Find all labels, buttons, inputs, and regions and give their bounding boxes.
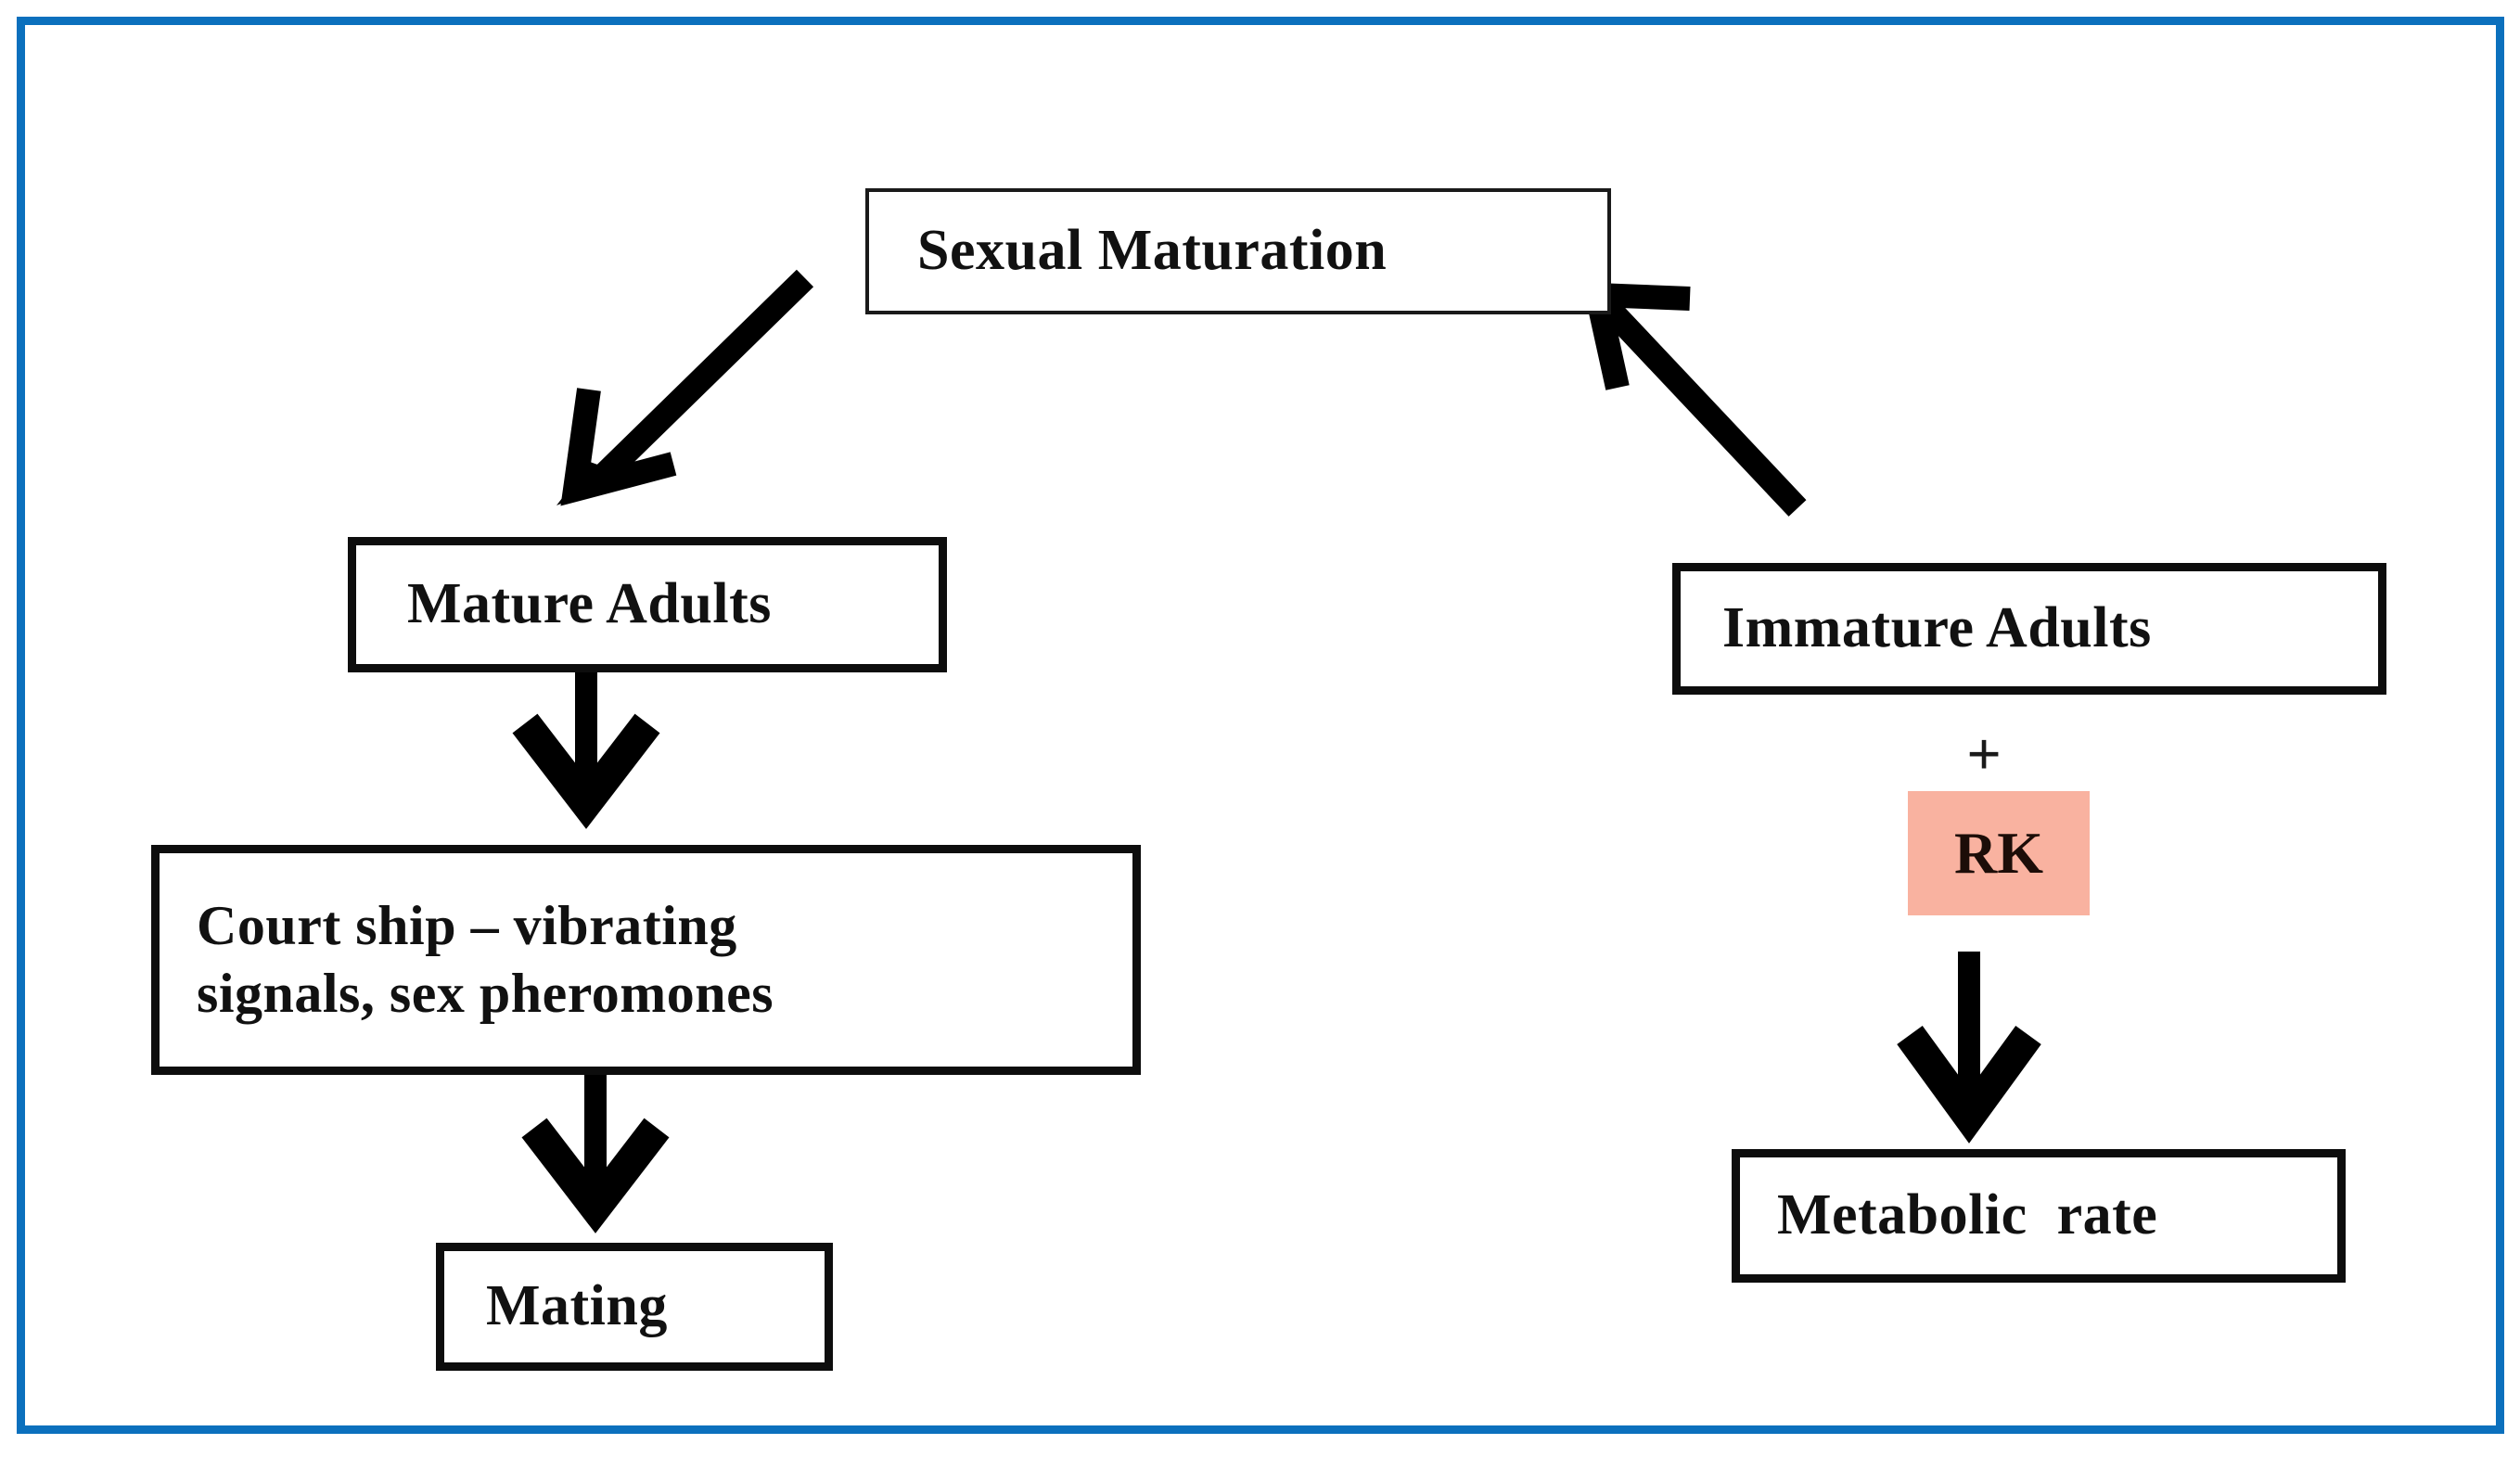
arrow-immature-adults-to-sexual-maturation — [1581, 278, 1807, 517]
node-courtship: Court ship – vibrating signals, sex pher… — [151, 845, 1141, 1075]
node-mating-label: Mating — [486, 1274, 668, 1338]
node-immature-adults-label: Immature Adults — [1722, 596, 2152, 660]
plus-sign: + — [1947, 722, 2021, 787]
node-mature-adults-label: Mature Adults — [407, 572, 772, 636]
arrow-rk-to-metabolic-rate — [1897, 952, 2041, 1144]
node-metabolic-rate: Metabolic rate — [1732, 1149, 2346, 1283]
node-sexual-maturation-label: Sexual Maturation — [917, 219, 1388, 283]
node-rk-highlight: RK — [1908, 791, 2090, 915]
node-courtship-label: Court ship – vibrating signals, sex pher… — [197, 894, 774, 1024]
node-mating: Mating — [436, 1243, 833, 1371]
plus-sign-label: + — [1966, 721, 2002, 788]
node-mature-adults: Mature Adults — [348, 537, 947, 672]
arrow-sexual-maturation-to-mature-adults — [556, 269, 814, 506]
outer-blue-frame: Sexual Maturation Mature Adults Court sh… — [17, 17, 2504, 1434]
arrow-courtship-to-mating — [521, 1054, 670, 1233]
node-rk-label: RK — [1954, 820, 2043, 886]
node-immature-adults: Immature Adults — [1672, 563, 2386, 695]
node-metabolic-rate-label: Metabolic rate — [1777, 1183, 2158, 1247]
node-sexual-maturation: Sexual Maturation — [865, 188, 1611, 314]
